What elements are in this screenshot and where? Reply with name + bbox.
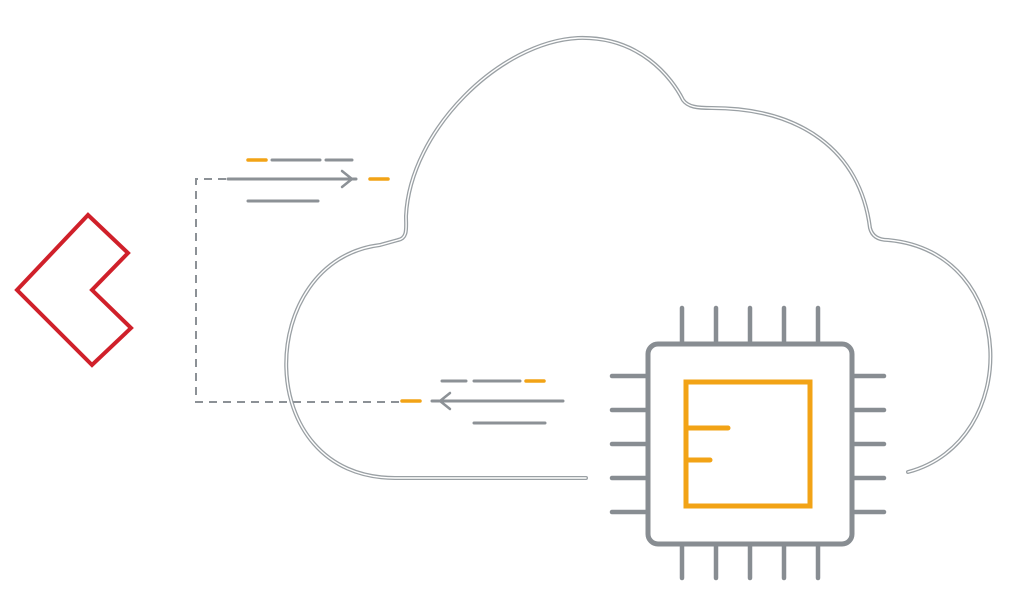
chip-core-outline — [683, 379, 813, 509]
dashed-connector-line — [195, 178, 402, 403]
cloud-inner-stroke — [285, 37, 992, 479]
outbound-data-stream — [226, 158, 390, 203]
inbound-data-stream — [400, 379, 565, 425]
chip-pins — [609, 305, 887, 581]
logo-outline — [14, 212, 134, 368]
dashed-connector — [195, 178, 402, 403]
processor-chip-icon — [609, 305, 887, 581]
red-chevron-logo-icon — [14, 212, 134, 368]
chip-core — [683, 379, 813, 509]
chip-body — [645, 341, 855, 547]
left-arrow-icon — [438, 391, 452, 411]
cloud-outline-icon — [284, 35, 993, 480]
right-arrow-icon — [340, 169, 354, 189]
